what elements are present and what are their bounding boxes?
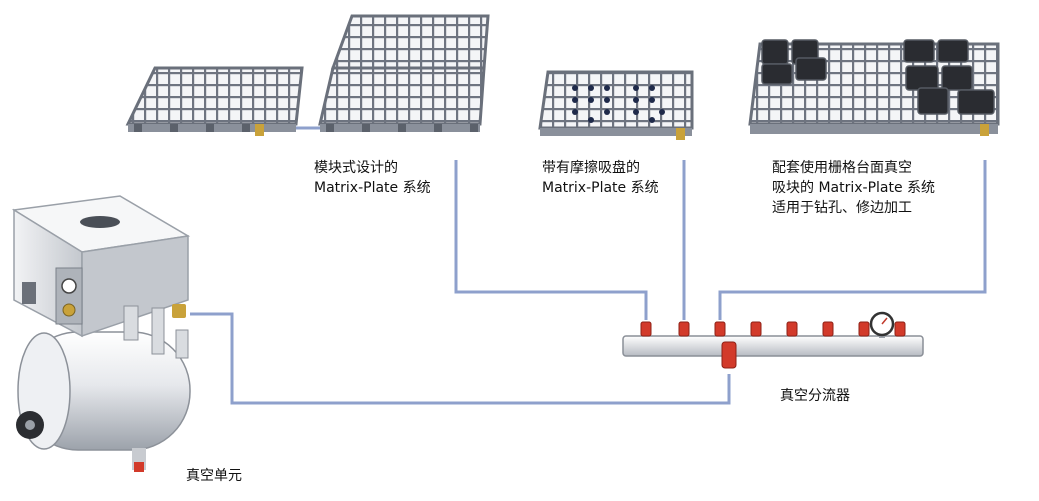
label-line: 吸块的 Matrix-Plate 系统 bbox=[772, 180, 936, 196]
main-valve-icon bbox=[721, 341, 737, 369]
vacuum-blocks bbox=[761, 39, 995, 115]
valve-icon bbox=[255, 124, 264, 136]
hose-vacuum-unit bbox=[190, 312, 731, 405]
manifold-valves bbox=[640, 321, 906, 337]
vacuum-unit bbox=[11, 195, 191, 472]
label-line: 适用于钻孔、修边加工 bbox=[772, 200, 912, 216]
label-suction-plate: 带有摩擦吸盘的 Matrix-Plate 系统 bbox=[542, 158, 659, 198]
valve-icon bbox=[676, 128, 685, 140]
label-manifold: 真空分流器 bbox=[780, 388, 850, 404]
pressure-gauge-icon bbox=[869, 311, 895, 338]
vacuum-manifold bbox=[622, 311, 924, 369]
label-modular-plate: 模块式设计的 Matrix-Plate 系统 bbox=[314, 158, 431, 198]
valve-icon bbox=[980, 124, 989, 136]
label-line: Matrix-Plate 系统 bbox=[314, 180, 431, 196]
gauge-icon bbox=[61, 278, 77, 294]
label-grid-plate: 配套使用栅格台面真空 吸块的 Matrix-Plate 系统 适用于钻孔、修边加… bbox=[772, 158, 935, 218]
modular-plate-stacked bbox=[318, 14, 490, 132]
label-vacuum-unit: 真空单元 bbox=[186, 468, 242, 484]
label-line: 模块式设计的 bbox=[314, 160, 398, 176]
logo-badge-icon bbox=[80, 216, 120, 228]
label-line: 配套使用栅格台面真空 bbox=[772, 160, 912, 176]
hose-grid bbox=[718, 160, 987, 320]
suction-plate bbox=[538, 70, 694, 140]
hose-modular bbox=[454, 160, 648, 320]
label-line: 带有摩擦吸盘的 bbox=[542, 160, 640, 176]
suction-cups bbox=[572, 85, 665, 123]
modular-plate-single bbox=[125, 66, 304, 136]
grid-table-plate bbox=[748, 39, 1000, 136]
label-line: Matrix-Plate 系统 bbox=[542, 180, 659, 196]
